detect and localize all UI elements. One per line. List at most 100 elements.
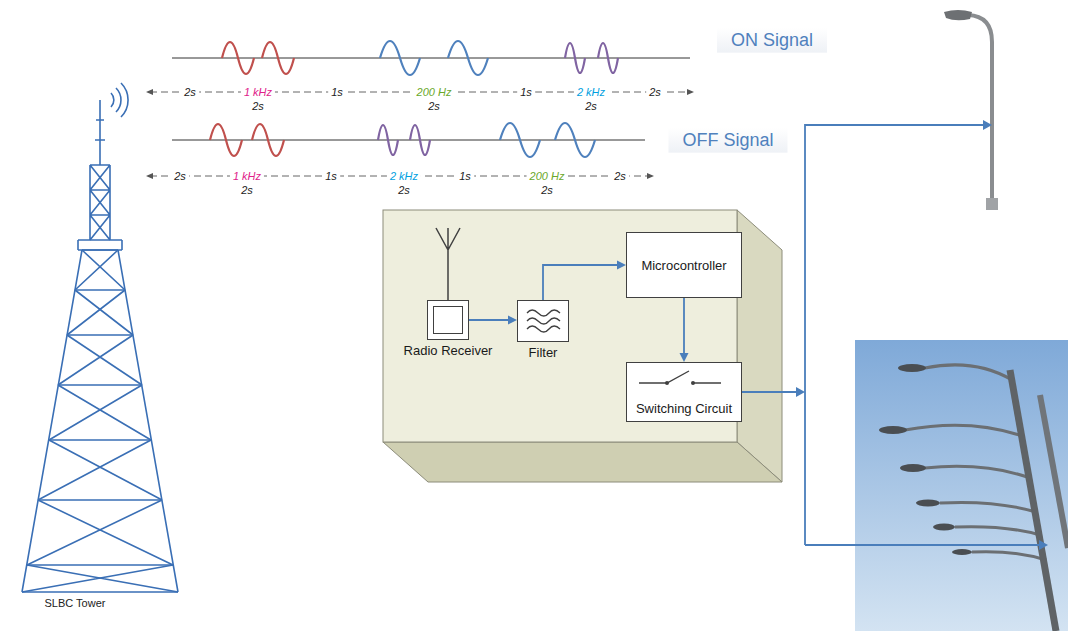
street-lamps-photo — [1040, 395, 1068, 548]
antenna-symbol — [436, 228, 460, 300]
duration-label: 2s — [425, 100, 443, 113]
filter-symbol — [527, 310, 560, 316]
street-lamps-photo — [916, 500, 940, 507]
street-lamps-photo — [955, 527, 1040, 535]
duration-label: 1s — [517, 86, 535, 99]
output-arrowhead — [796, 387, 805, 397]
street-lamps-photo — [940, 502, 1036, 512]
frequency-label: 2 kHz — [574, 86, 608, 99]
node-text-group: Radio Receiver — [404, 343, 493, 358]
on-signal-wave — [448, 41, 488, 75]
transmission-tower — [90, 165, 110, 240]
on-signal-wave — [565, 43, 585, 73]
filter-symbol — [527, 326, 560, 332]
microcontroller-box: Microcontroller — [626, 232, 742, 298]
node-text-group: Switching Circuit — [627, 401, 741, 416]
arrowhead — [617, 261, 626, 270]
transmission-tower — [78, 240, 122, 250]
output-arrowhead — [983, 120, 992, 130]
transmission-tower — [22, 250, 178, 592]
timing-arrowhead — [647, 173, 654, 179]
frequency-label: 1 kHz — [241, 86, 275, 99]
signal-label: ON Signal — [717, 28, 827, 53]
off-signal-wave — [500, 123, 540, 157]
street-lamps-photo — [898, 364, 926, 372]
node-text-group: Filter — [529, 345, 558, 360]
switch-symbol — [639, 371, 721, 383]
duration-label: 2s — [171, 170, 189, 183]
duration-label: 2s — [181, 86, 199, 99]
timing-arrowhead — [146, 89, 153, 95]
switch-symbol — [639, 371, 721, 383]
duration-label: 1s — [322, 170, 340, 183]
duration-label: 2s — [238, 184, 256, 197]
connector — [680, 298, 689, 362]
output-wire — [732, 125, 1040, 545]
arrowhead — [508, 316, 517, 325]
filter-symbol — [527, 318, 560, 324]
timing-line — [150, 92, 690, 176]
radio-receiver-box: Radio Receiver — [427, 300, 469, 340]
on-signal-wave — [172, 41, 690, 75]
arrowhead — [680, 353, 689, 362]
switch-symbol — [691, 381, 695, 385]
duration-label: 2s — [538, 184, 556, 197]
on-signal-wave — [172, 58, 690, 59]
node-text-group: Microcontroller — [627, 258, 741, 273]
transmission-tower — [22, 83, 178, 592]
receiver-housing — [383, 442, 782, 482]
duration-label: 1s — [328, 86, 346, 99]
node-text: Filter — [529, 345, 558, 360]
off-signal-wave — [410, 125, 430, 155]
street-lamps-photo — [879, 364, 972, 555]
node-text: Switching Circuit — [627, 401, 741, 416]
duration-label: 2s — [646, 86, 664, 99]
street-lamp — [944, 10, 998, 210]
duration-label: 2s — [611, 170, 629, 183]
node-text: Radio Receiver — [404, 343, 493, 358]
output-arrowhead — [1039, 540, 1048, 550]
street-lamp — [968, 15, 992, 210]
off-signal-wave — [555, 123, 595, 157]
on-signal-wave — [598, 43, 618, 73]
output-wire — [805, 544, 1040, 546]
off-signal-wave — [172, 123, 645, 157]
connector — [543, 261, 626, 301]
output-arrowhead — [796, 120, 1048, 550]
duration-label: 1s — [456, 170, 474, 183]
transmission-tower — [111, 83, 128, 117]
connector-line — [469, 319, 509, 321]
switching-circuit-box: Switching Circuit — [626, 362, 742, 422]
off-signal-wave — [210, 124, 242, 156]
connector — [469, 316, 517, 325]
duration-label: 2s — [395, 184, 413, 197]
street-lamps-photo — [855, 340, 1068, 631]
timing-arrowhead — [146, 173, 153, 179]
street-lamp — [944, 10, 972, 20]
frequency-label: 200 Hz — [527, 170, 568, 183]
street-lamps-photo — [933, 524, 955, 531]
signal-label: OFF Signal — [668, 128, 787, 153]
transmission-tower — [95, 100, 105, 165]
receiver-inner-square — [433, 306, 463, 334]
filter-symbol — [527, 310, 560, 332]
duration-label: 2s — [249, 100, 267, 113]
transmission-tower — [22, 250, 178, 592]
street-lamps-photo — [972, 552, 1046, 560]
filter-box: Filter — [517, 300, 569, 342]
off-signal-wave — [252, 124, 284, 156]
connector-line — [543, 265, 618, 300]
on-signal-wave — [262, 42, 294, 74]
filter-symbol — [518, 301, 570, 343]
on-signal-wave — [380, 41, 420, 75]
antenna-symbol — [436, 228, 460, 300]
street-lamps-photo — [879, 426, 907, 434]
switch-symbol — [665, 381, 669, 385]
on-signal-wave — [222, 42, 254, 74]
street-lamps-photo — [952, 549, 972, 555]
street-lamp — [986, 198, 998, 210]
output-wire — [805, 125, 984, 545]
duration-label: 2s — [582, 100, 600, 113]
switch-symbol — [627, 363, 733, 393]
